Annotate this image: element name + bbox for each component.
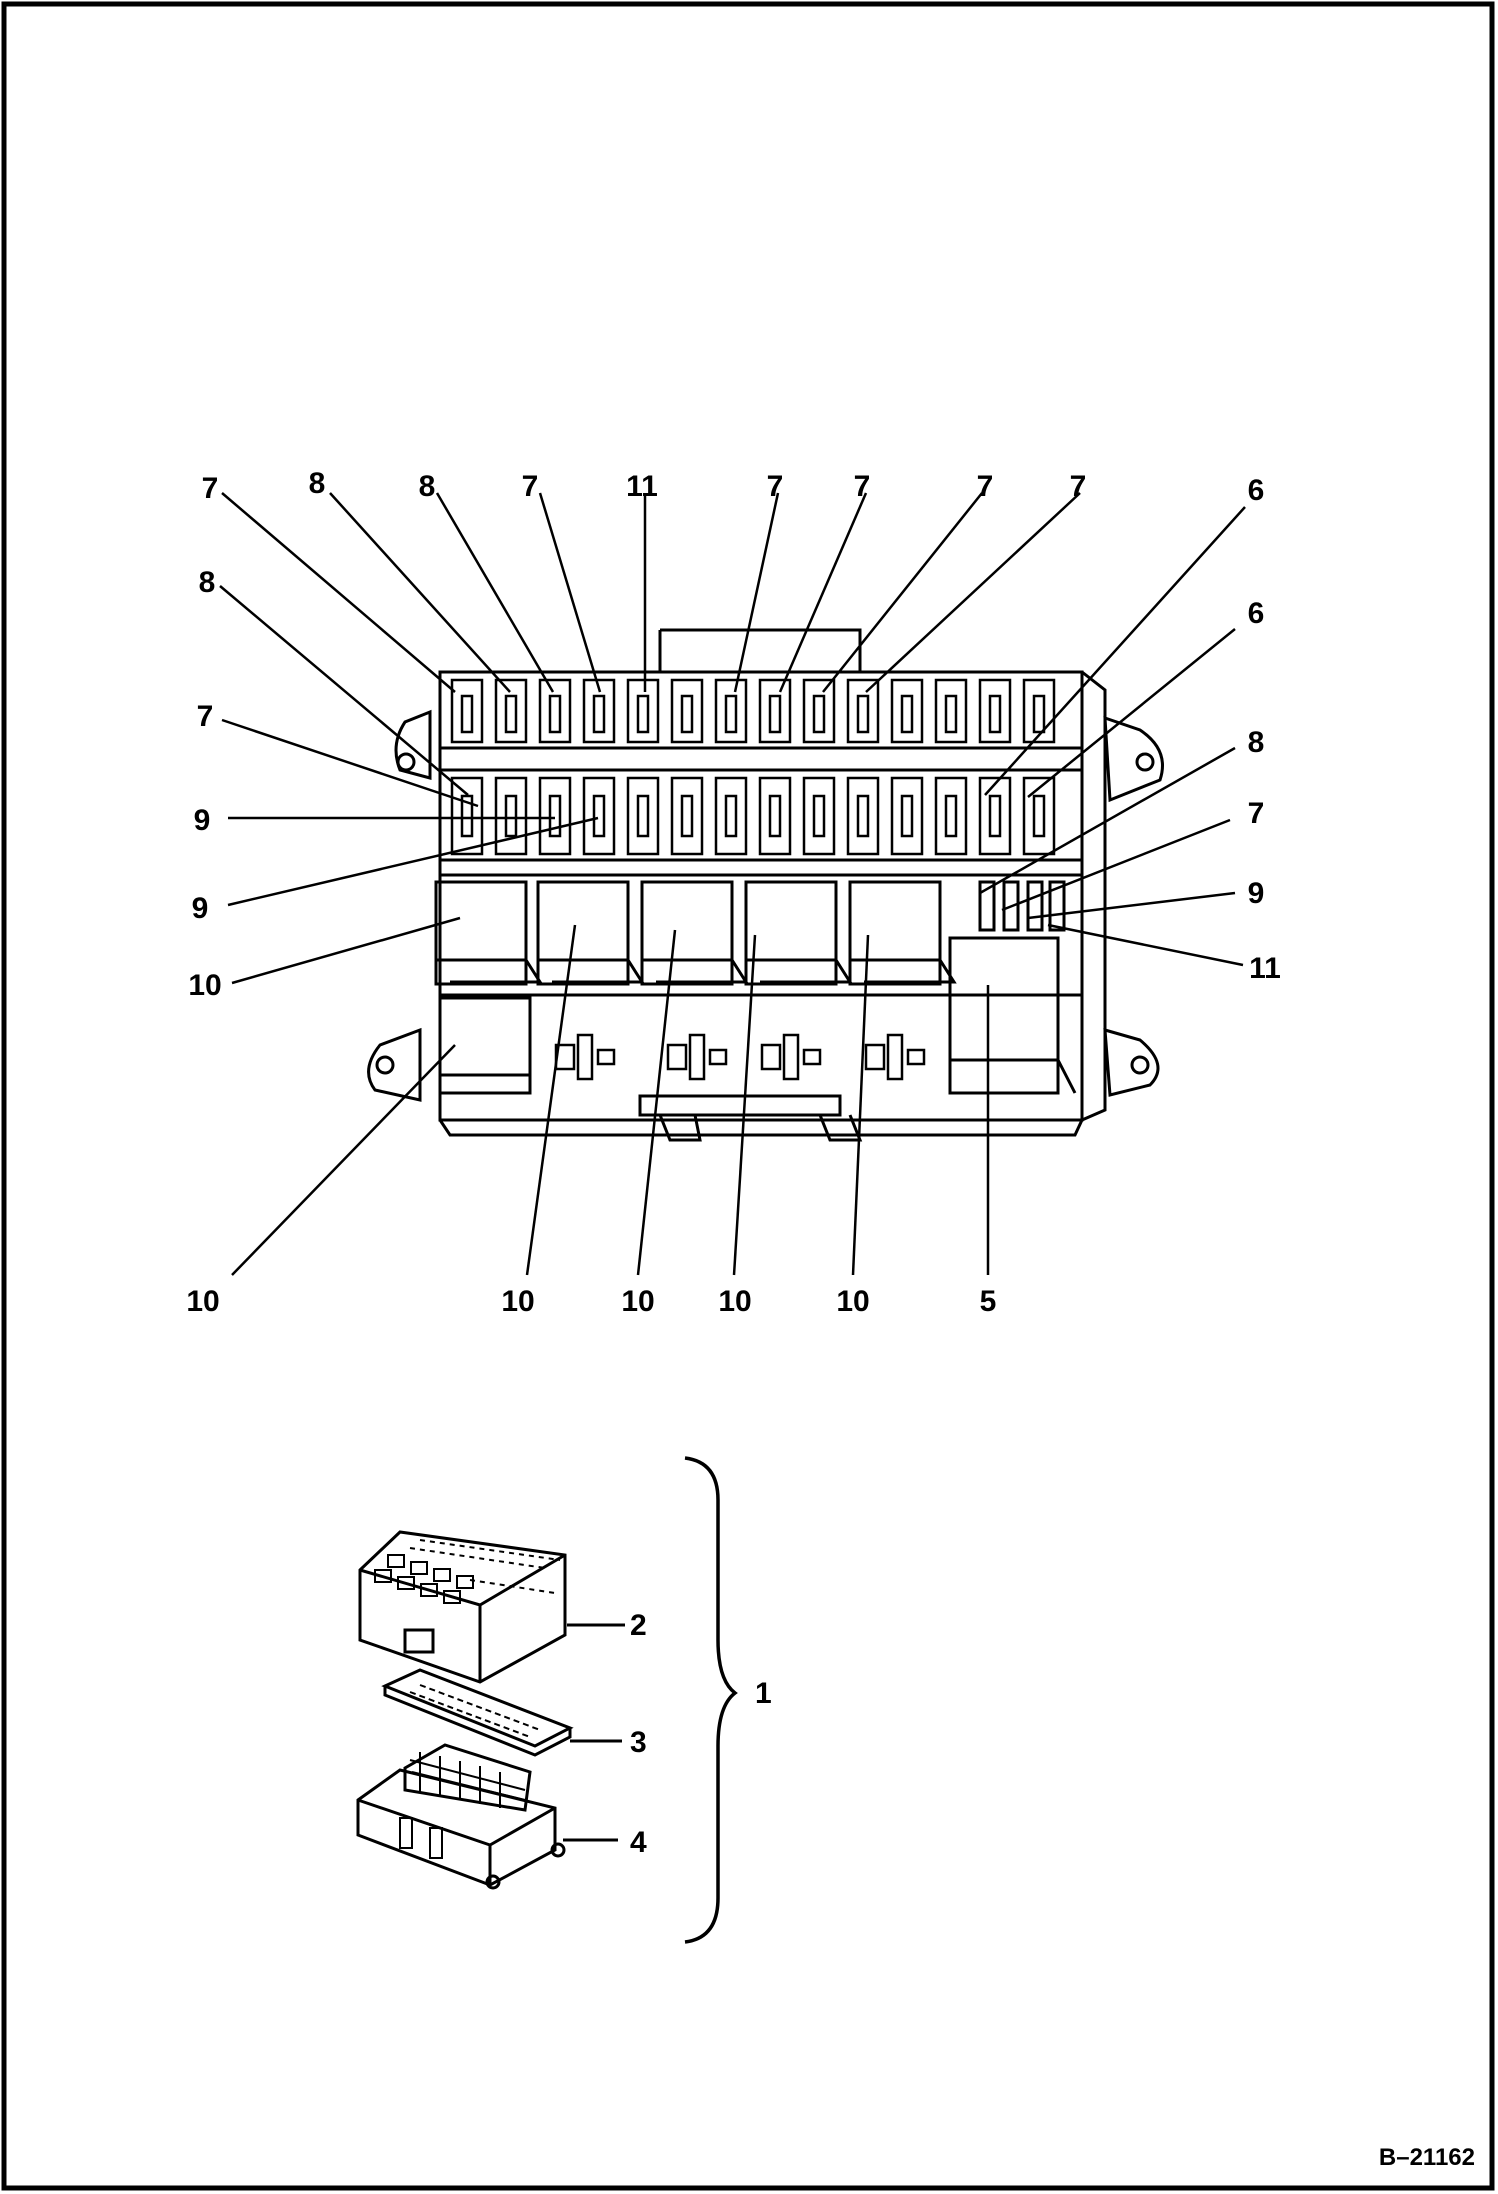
callout-top-8a: 8	[309, 467, 326, 500]
callout-top-7e: 7	[977, 470, 994, 503]
callout-left-9a: 9	[194, 804, 211, 837]
callout-bottom-10c: 10	[621, 1285, 654, 1318]
callout-bottom-10d: 10	[718, 1285, 751, 1318]
callout-top-7c: 7	[767, 470, 784, 503]
assembly-leaders	[563, 1623, 625, 1842]
callout-left-7: 7	[197, 700, 214, 733]
callout-bottom-10a: 10	[186, 1285, 219, 1318]
callout-bottom-10b: 10	[501, 1285, 534, 1318]
callout-top-7f: 7	[1070, 470, 1087, 503]
callout-base-4: 4	[630, 1826, 647, 1859]
callout-left-10: 10	[188, 969, 221, 1002]
callout-top-7d: 7	[854, 470, 871, 503]
figure-number: B–21162	[1379, 2144, 1475, 2171]
callout-right-8: 8	[1248, 726, 1265, 759]
assembly-illustration	[356, 1456, 738, 1944]
callout-top-8b: 8	[419, 470, 436, 503]
callout-top-7b: 7	[522, 470, 539, 503]
callout-bottom-5: 5	[980, 1285, 997, 1318]
fuse-box-labels: 7 8 8 7 11 7 7 7 7 6 8 7 9 9 10 6 8 7 9 …	[186, 467, 1281, 1318]
callout-left-8: 8	[199, 566, 216, 599]
callout-right-9: 9	[1248, 877, 1265, 910]
callout-right-11: 11	[1249, 952, 1281, 985]
callout-bottom-10e: 10	[836, 1285, 869, 1318]
callout-left-9b: 9	[192, 892, 209, 925]
callout-top-7a: 7	[202, 472, 219, 505]
callout-right-7: 7	[1248, 797, 1265, 830]
callout-cover-2: 2	[630, 1609, 647, 1642]
fuse-box-leaders	[219, 492, 1246, 1276]
callout-fuse-strip-3: 3	[630, 1726, 647, 1759]
callout-top-6: 6	[1248, 474, 1265, 507]
assembly-labels: 2 3 4 1	[630, 1609, 772, 1859]
callout-right-6: 6	[1248, 597, 1265, 630]
callout-top-11: 11	[626, 470, 658, 503]
fuse-box-illustration	[367, 628, 1164, 1142]
callout-assembly-1: 1	[755, 1677, 772, 1710]
